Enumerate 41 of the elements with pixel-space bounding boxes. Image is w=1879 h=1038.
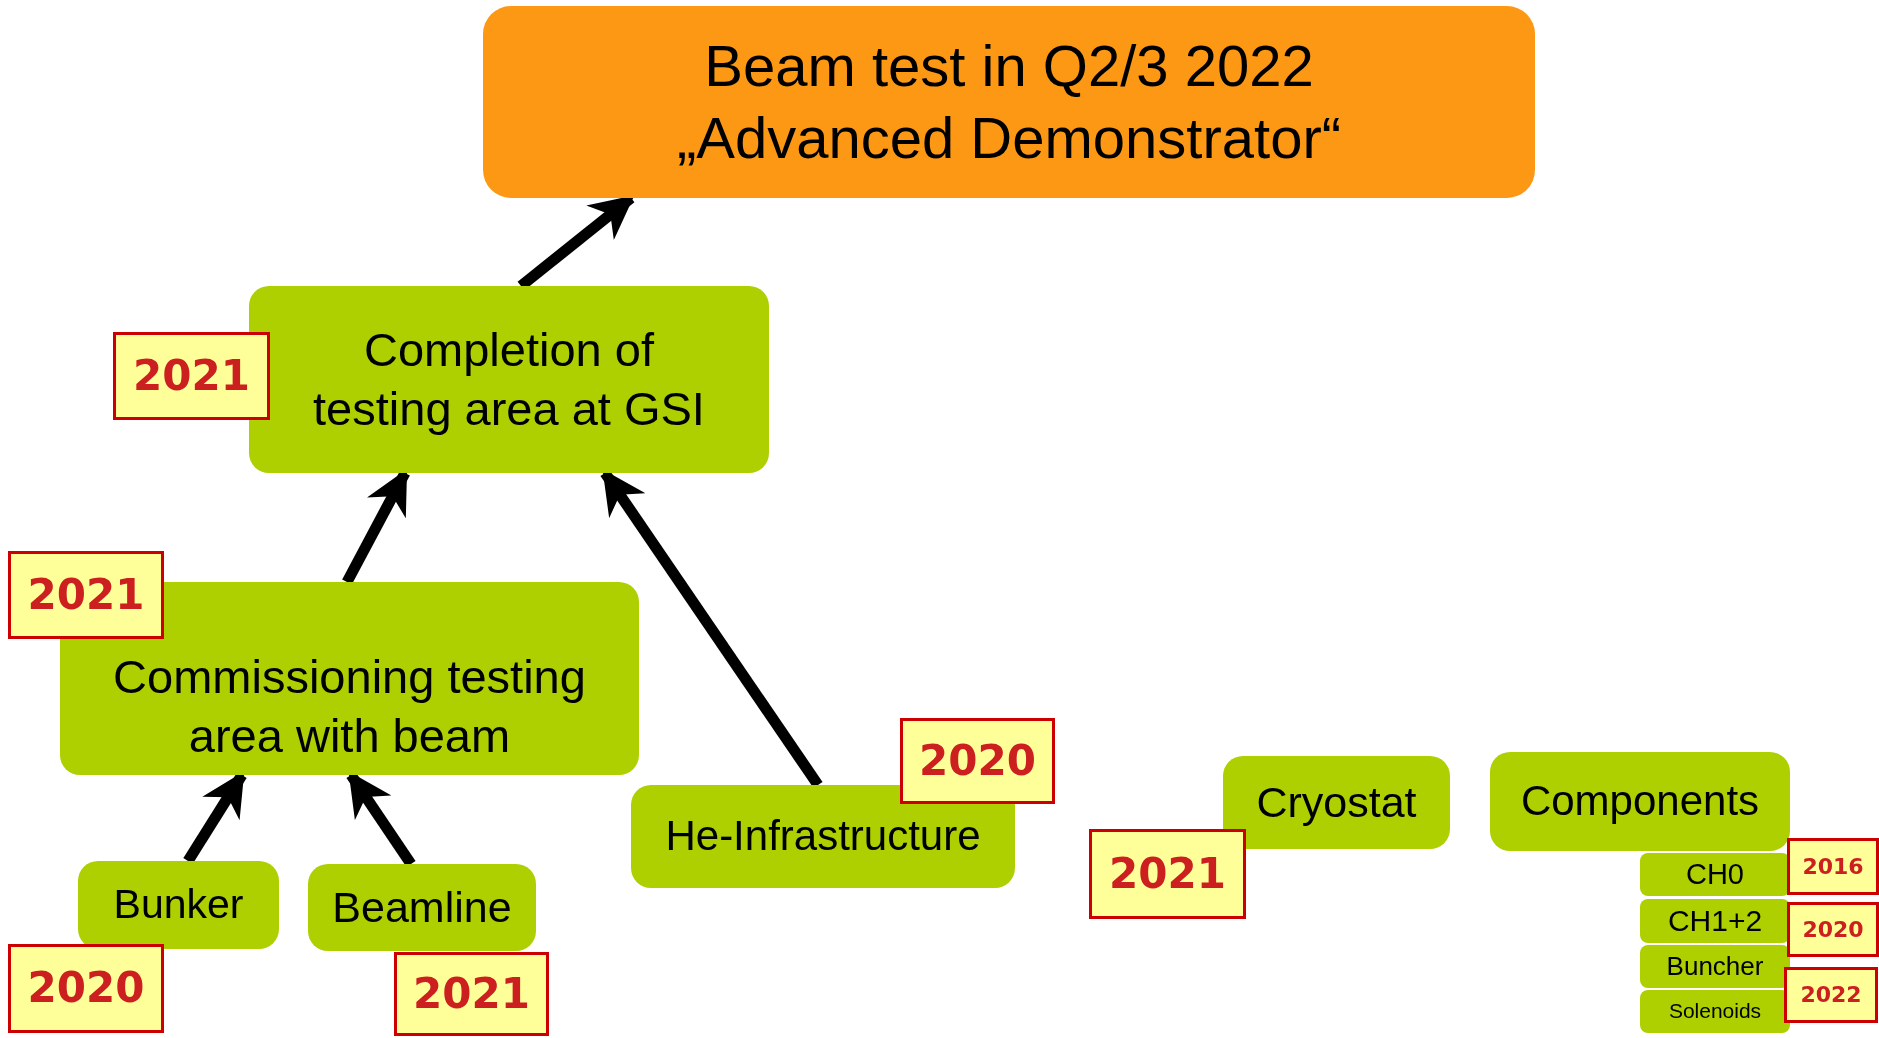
year-label: 2022 [1800,981,1862,1009]
task-box [631,785,1015,888]
task-label: He-Infrastructure [665,811,981,862]
year-badge [113,332,270,420]
task-label: Components [1520,776,1760,827]
task-box [1223,756,1450,849]
year-badge [8,944,164,1033]
year-label: 2021 [1109,847,1226,900]
task-box [78,861,279,949]
task-box [1490,752,1790,851]
year-label: 2020 [27,962,145,1015]
component-box [1640,899,1790,943]
milestone-label: Beam test in Q2/3 2022 „Advanced Demonstrator“ [675,31,1343,172]
year-label: 2021 [413,967,530,1020]
component-box [1640,990,1790,1033]
task-label: Completion of testing area at GSI [312,321,706,437]
year-badge [394,952,549,1036]
component-box [1640,945,1790,988]
year-label: 2021 [133,349,250,402]
year-badge [1787,838,1879,895]
year-badge [900,718,1055,804]
component-label: CH1+2 [1667,903,1763,940]
task-label: Bunker [113,880,244,930]
year-badge [8,551,164,639]
year-label: 2020 [919,734,1036,787]
year-label: 2021 [27,568,145,621]
task-label: Beamline [332,881,512,933]
year-badge [1089,829,1246,919]
year-label: 2016 [1802,852,1864,881]
component-box [1640,853,1790,896]
year-badge [1784,967,1878,1023]
task-label: Commissioning testing area with beam [112,648,587,764]
task-label: Cryostat [1256,776,1417,828]
component-label: CH0 [1686,857,1744,893]
task-box [308,864,536,951]
component-label: Buncher [1666,950,1764,983]
year-label: 2020 [1802,915,1864,944]
milestone-box [483,6,1535,198]
component-label: Solenoids [1668,998,1762,1025]
year-badge [1787,902,1879,957]
task-box [249,286,769,473]
